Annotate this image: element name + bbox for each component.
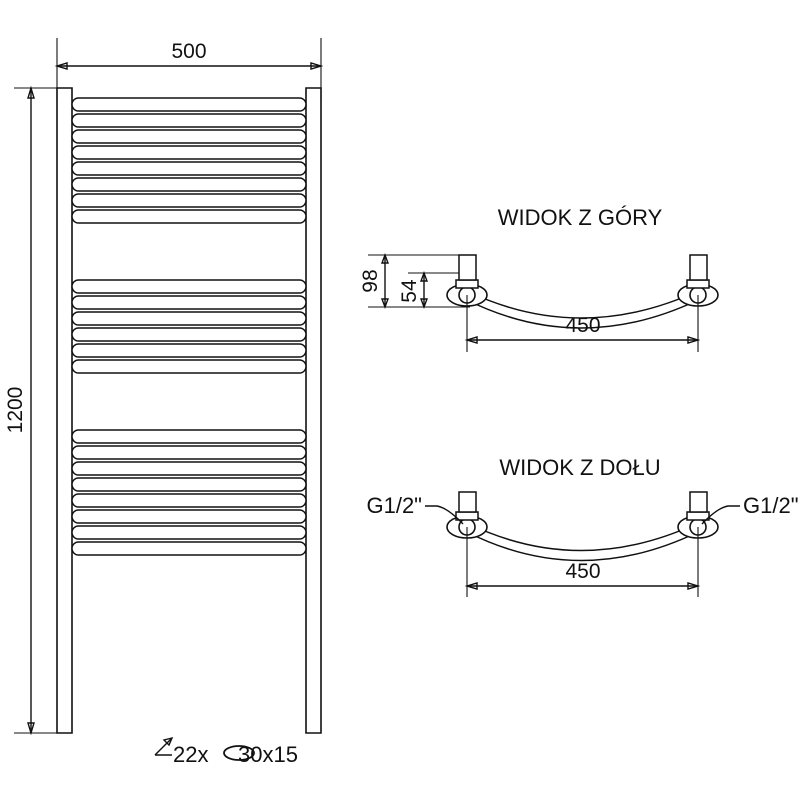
radiator-rail: [71, 327, 307, 342]
top-depth-label: 98: [359, 269, 382, 292]
rail-group: [71, 97, 307, 556]
radiator-rail: [71, 509, 307, 524]
radiator-rail: [71, 295, 307, 310]
right-side-post: [305, 87, 322, 734]
top-span-dimension: [464, 336, 701, 344]
bottom-note-profile: 30x15: [238, 742, 298, 767]
radiator-rail: [71, 129, 307, 144]
radiator-rail: [71, 525, 307, 540]
left-side-post: [56, 87, 73, 734]
front-width-label: 500: [171, 40, 206, 63]
radiator-rail: [71, 145, 307, 160]
radiator-rail: [71, 429, 307, 444]
radiator-rail: [71, 493, 307, 508]
radiator-rail: [71, 541, 307, 556]
radiator-rail: [71, 113, 307, 128]
radiator-rail: [71, 461, 307, 476]
bottom-note-leader: [154, 736, 174, 756]
radiator-rail: [71, 359, 307, 374]
bottom-note-count: 22x: [173, 742, 208, 767]
bottom-span-label: 450: [565, 560, 600, 583]
radiator-rail: [71, 193, 307, 208]
top-view-heading: WIDOK Z GÓRY: [498, 205, 663, 230]
bottom-left-thread-leader: [425, 505, 464, 525]
radiator-rail: [71, 279, 307, 294]
top-span-label: 450: [565, 314, 600, 337]
bottom-right-thread-label: G1/2": [743, 493, 799, 518]
bottom-view: WIDOK Z DOŁU G1/2" G1/2": [366, 455, 799, 597]
radiator-rail: [71, 161, 307, 176]
radiator-rail: [71, 445, 307, 460]
oval-profile-icon: [223, 745, 255, 761]
bottom-span-dimension: [464, 582, 701, 590]
top-view: WIDOK Z GÓRY 98 54: [359, 205, 719, 352]
front-height-dimension: [27, 85, 35, 736]
radiator-rail: [71, 177, 307, 192]
front-width-dimension: [54, 62, 324, 70]
radiator-rail: [71, 343, 307, 358]
top-depth-dimension: [380, 253, 390, 309]
top-inner-depth-dimension: [419, 271, 429, 309]
radiator-rail: [71, 477, 307, 492]
top-inner-depth-label: 54: [398, 279, 421, 303]
bottom-curved-tube: [466, 521, 699, 562]
bottom-right-thread-leader: [701, 505, 740, 525]
bottom-view-heading: WIDOK Z DOŁU: [499, 455, 660, 480]
front-view: 500 1200 22x: [4, 38, 324, 767]
radiator-rail: [71, 209, 307, 224]
radiator-rail: [71, 97, 307, 112]
bottom-left-thread-label: G1/2": [366, 493, 422, 518]
front-height-label: 1200: [4, 387, 27, 434]
radiator-rail: [71, 311, 307, 326]
top-span-extension-lines: [466, 295, 699, 352]
